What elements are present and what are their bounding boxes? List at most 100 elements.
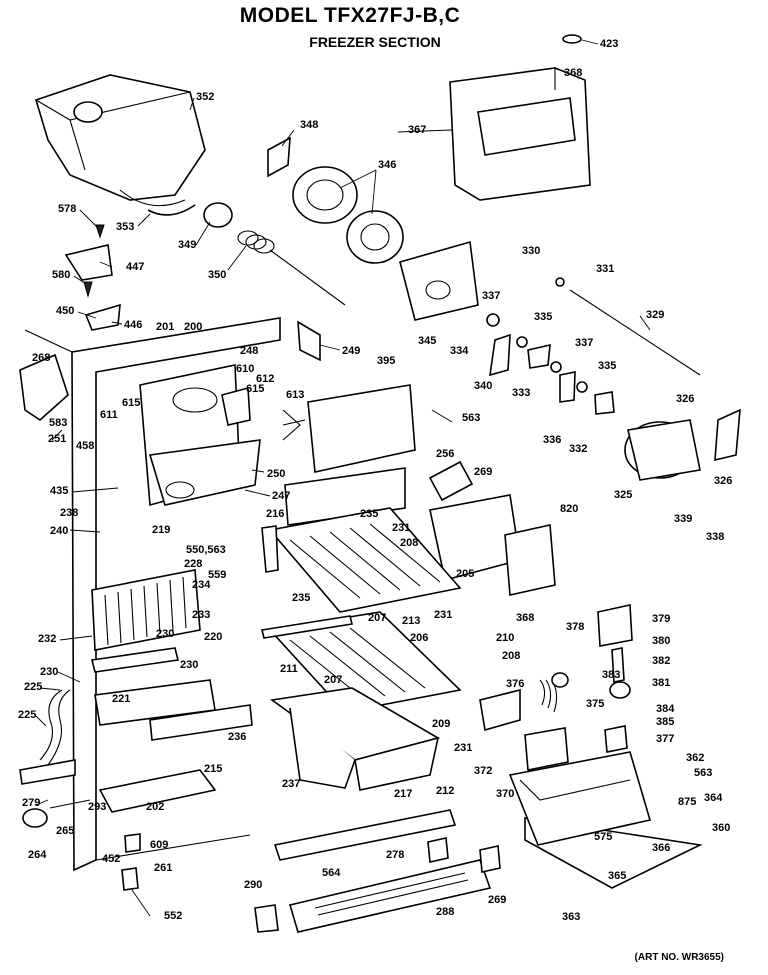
upper-shelf — [268, 507, 462, 613]
callout-label: 446 — [124, 319, 142, 331]
callout-label: 450 — [56, 305, 74, 317]
part-290 — [254, 904, 279, 933]
callout-label: 234 — [192, 579, 211, 591]
grommet-381 — [609, 681, 631, 699]
icemaker-cover-panel — [307, 384, 416, 473]
screw-2 — [83, 281, 93, 298]
roller-269 — [428, 460, 474, 502]
baffle-plate — [267, 136, 291, 178]
callout-label: 362 — [686, 752, 704, 764]
callout-label: 578 — [58, 203, 76, 215]
callout-label: 200 — [184, 321, 202, 333]
freezer-cabinet-liner — [24, 317, 281, 872]
defrost-heater — [91, 647, 179, 673]
callout-label: 326 — [714, 475, 732, 487]
callout-label: 249 — [342, 345, 360, 357]
callout-label: 611 — [100, 409, 118, 421]
callout-label: 367 — [408, 124, 426, 136]
callout-label: 363 — [562, 911, 580, 923]
callout-label: 278 — [386, 849, 404, 861]
callout-label: 202 — [146, 801, 164, 813]
rod-329 — [569, 289, 701, 376]
callout-label: 609 — [150, 839, 168, 851]
callout-label: 217 — [394, 788, 412, 800]
auger-motor-knob — [203, 202, 233, 228]
air-duct-assembly — [139, 364, 261, 507]
callout-label: 248 — [240, 345, 258, 357]
callout-label: 235 — [292, 592, 310, 604]
callout-label: 820 — [560, 503, 578, 515]
callout-label: 205 — [456, 568, 474, 580]
grommet-264 — [22, 808, 48, 828]
freezer-basket — [269, 687, 441, 791]
callout-label: 382 — [652, 655, 670, 667]
callout-label: 378 — [566, 621, 584, 633]
callout-label: 612 — [256, 373, 274, 385]
callout-label: 230 — [180, 659, 198, 671]
valve-380-382 — [611, 647, 625, 683]
callout-label: 261 — [154, 862, 172, 874]
auger-arc — [147, 204, 196, 216]
callout-label: 206 — [410, 632, 428, 644]
fan-blade-326 — [714, 408, 741, 462]
callout-label: 201 — [156, 321, 174, 333]
fan-blade — [282, 409, 306, 441]
callout-label: 375 — [586, 698, 604, 710]
bracket-333 — [527, 343, 551, 369]
tray-372 — [479, 688, 521, 732]
callout-label: 379 — [652, 613, 670, 625]
callout-label: 345 — [418, 335, 436, 347]
callout-label: 575 — [594, 831, 612, 843]
callout-label: 250 — [267, 468, 285, 480]
callout-label: 447 — [126, 261, 144, 273]
callout-label: 231 — [434, 609, 452, 621]
control-box-base — [508, 751, 703, 889]
callout-label: 435 — [50, 485, 68, 497]
bottom-rail-217 — [273, 809, 457, 861]
callout-label: 279 — [22, 797, 40, 809]
spring-330 — [555, 277, 565, 287]
bracket-336 — [559, 371, 576, 403]
callout-label: 613 — [286, 389, 304, 401]
bracket-332 — [594, 391, 615, 415]
callout-label: 216 — [266, 508, 284, 520]
bracket-446 — [84, 303, 121, 331]
callout-label: 212 — [436, 785, 454, 797]
light-housing — [19, 353, 69, 422]
callout-label: 376 — [506, 678, 524, 690]
callout-label: 329 — [646, 309, 664, 321]
clip-335a — [516, 336, 528, 348]
icemaker-assembly — [429, 494, 556, 596]
callout-label: 207 — [324, 674, 342, 686]
water-valve — [597, 604, 633, 647]
base-grille-288 — [288, 859, 492, 933]
callout-label: 231 — [392, 522, 410, 534]
fan-motor-bracket — [221, 386, 251, 426]
connector-375 — [551, 672, 569, 688]
callout-label: 221 — [112, 693, 130, 705]
shelf-rail-216 — [261, 525, 279, 573]
callout-label: 251 — [48, 433, 66, 445]
callout-label: 236 — [228, 731, 246, 743]
shelf-rail-235 — [261, 615, 353, 639]
callout-label: 615 — [122, 397, 140, 409]
callout-label: 383 — [602, 669, 620, 681]
part-261 — [121, 867, 139, 891]
callout-label: 563 — [462, 412, 480, 424]
rod-265 — [49, 799, 91, 809]
panel-202 — [98, 769, 217, 813]
callout-label: 452 — [102, 853, 120, 865]
callout-label: 370 — [496, 788, 514, 800]
part-279 — [19, 759, 76, 785]
callout-label: 559 — [208, 569, 226, 581]
callout-label: 337 — [575, 337, 593, 349]
part-609 — [124, 833, 141, 853]
callout-label: 372 — [474, 765, 492, 777]
callout-label: 353 — [116, 221, 134, 233]
part-278 — [427, 837, 449, 863]
callout-label: 550,563 — [186, 544, 226, 556]
callout-label: 228 — [184, 558, 202, 570]
callout-label: 233 — [192, 609, 210, 621]
callout-label: 395 — [377, 355, 395, 367]
